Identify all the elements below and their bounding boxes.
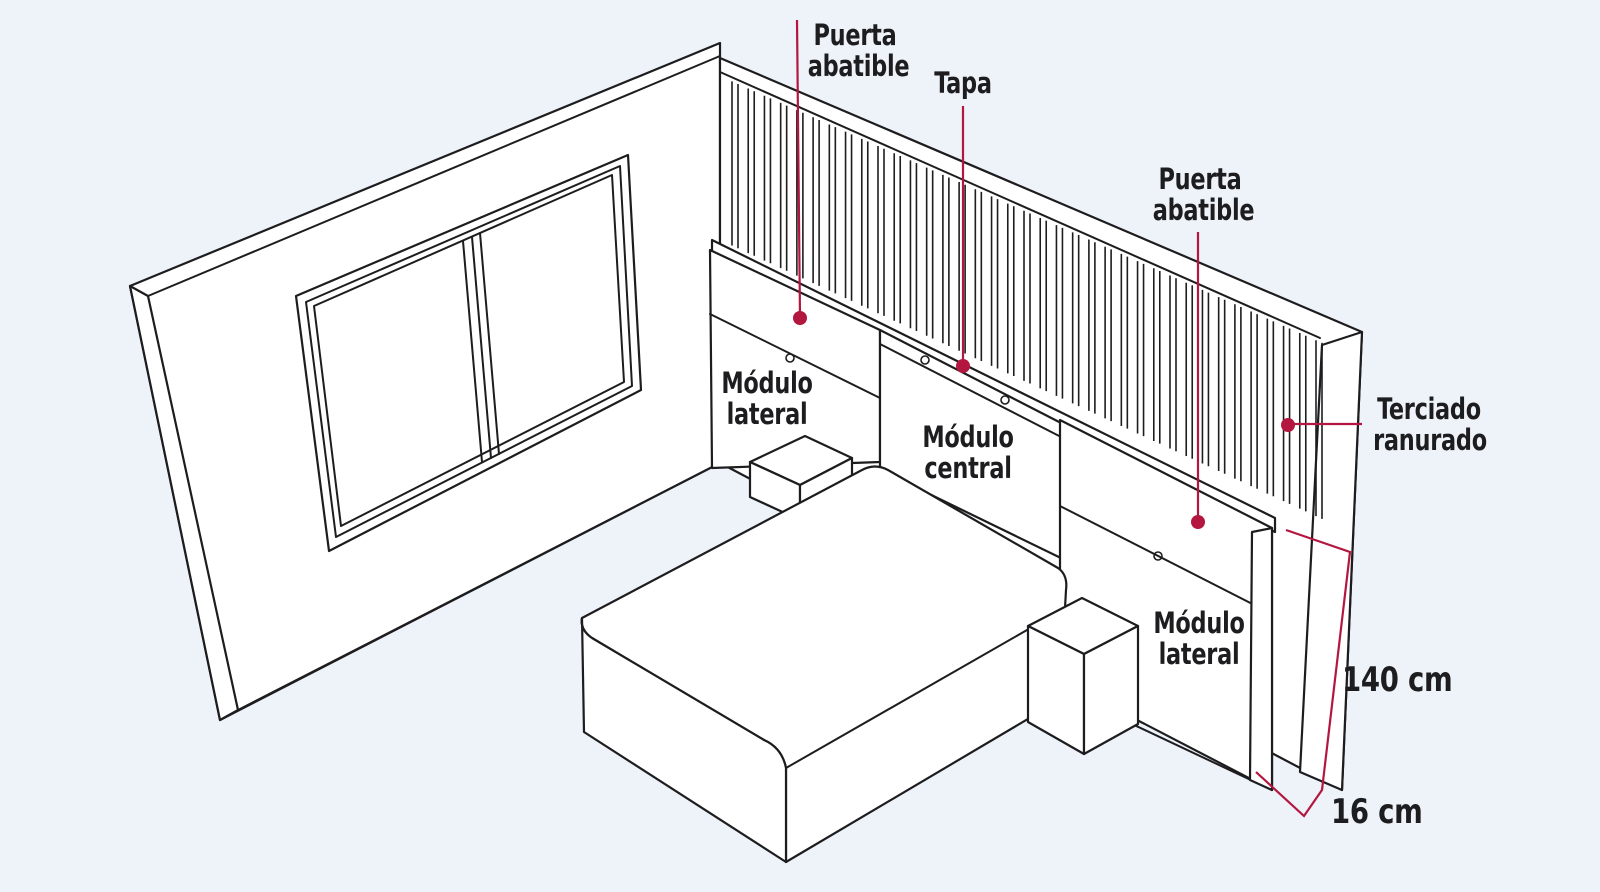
label-modulo-lateral-left: Módulo lateral [721, 366, 813, 431]
window [294, 153, 643, 553]
dimension-lines [1255, 528, 1352, 818]
puerta-abatible-top-marker [793, 311, 807, 325]
dimension-depth: 16 cm [1331, 792, 1423, 832]
label-modulo-central: Módulo central [922, 420, 1014, 485]
label-tapa: Tapa [934, 66, 992, 100]
label-terciado-ranurado: Terciado ranurado [1373, 392, 1487, 457]
terciado-ranurado-marker [1281, 418, 1295, 432]
leaders [793, 19, 1362, 529]
tapa-marker [956, 359, 970, 373]
label-puerta-abatible-right: Puerta abatible [1152, 162, 1255, 227]
dimension-height: 140 cm [1342, 660, 1453, 700]
bed [580, 465, 1068, 864]
floor-edge [237, 462, 721, 711]
puerta-abatible-right-marker [1191, 515, 1205, 529]
right-nightstand [1026, 596, 1140, 756]
label-puerta-abatible-top: Puerta abatible [807, 18, 910, 83]
label-modulo-lateral-right: Módulo lateral [1153, 606, 1245, 671]
